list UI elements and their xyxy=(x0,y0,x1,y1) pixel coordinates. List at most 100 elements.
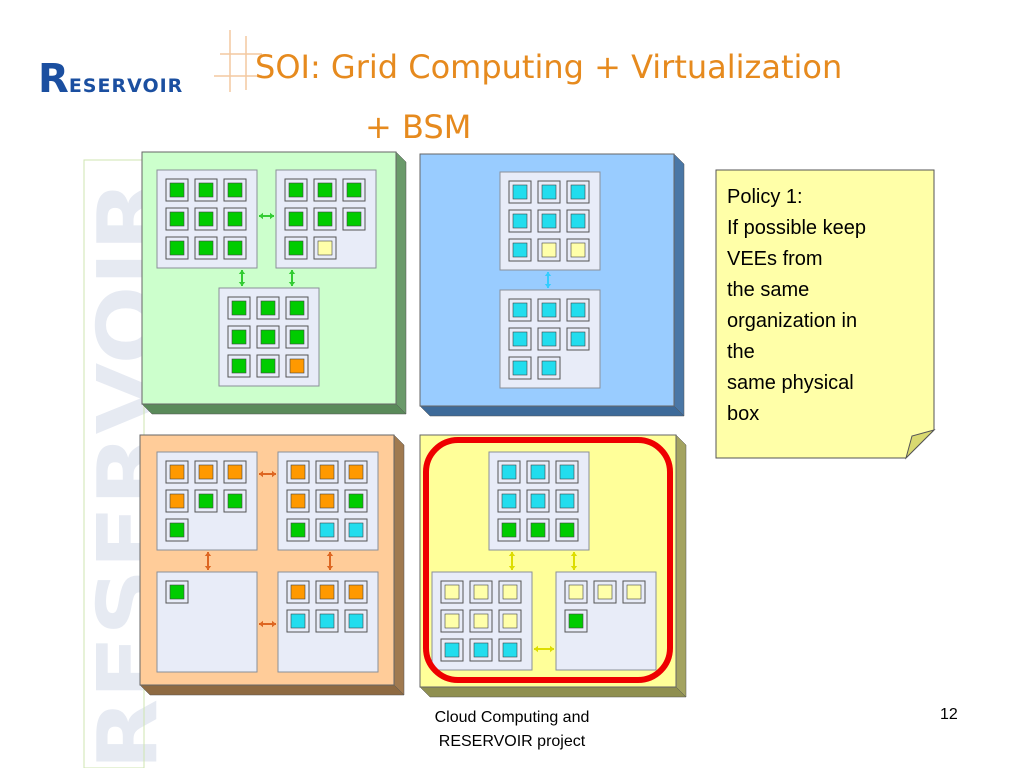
footer-caption: Cloud Computing and RESERVOIR project xyxy=(412,706,612,754)
vee-green xyxy=(198,240,214,256)
vee-cyan xyxy=(512,242,528,258)
arrow-head xyxy=(238,270,246,274)
note-line: box xyxy=(727,403,760,425)
vee-cyan xyxy=(512,184,528,200)
vee-cyan xyxy=(473,642,489,658)
note-fold xyxy=(905,429,936,460)
vee-cyan xyxy=(512,331,528,347)
vee-green xyxy=(317,211,333,227)
vee-cyan xyxy=(512,302,528,318)
vee-green xyxy=(198,182,214,198)
highlight-ring xyxy=(423,437,673,683)
footer-line-2: RESERVOIR project xyxy=(438,733,586,750)
vee-yellow xyxy=(444,584,460,600)
arrow-head xyxy=(259,470,263,478)
vee-green xyxy=(227,182,243,198)
site-side xyxy=(395,151,407,415)
arrow-head xyxy=(270,212,274,220)
logo-initial: R xyxy=(38,56,69,102)
note-line: same physical xyxy=(727,372,854,394)
logo-decoration xyxy=(214,30,262,92)
vee-yellow xyxy=(473,584,489,600)
vee-orange xyxy=(290,584,306,600)
vee-orange xyxy=(290,464,306,480)
vee-green xyxy=(227,493,243,509)
reservoir-logo: RESERVOIR xyxy=(38,56,183,102)
vee-yellow xyxy=(597,584,613,600)
vee-green xyxy=(227,240,243,256)
vee-cyan xyxy=(570,331,586,347)
vee-yellow xyxy=(317,240,333,256)
vee-cyan xyxy=(541,360,557,376)
physical-host xyxy=(277,571,379,673)
arrow-head xyxy=(272,470,276,478)
vee-cyan xyxy=(570,184,586,200)
physical-host xyxy=(156,451,258,551)
arrow-head xyxy=(550,645,554,653)
vee-cyan xyxy=(319,522,335,538)
vee-green xyxy=(289,300,305,316)
vee-cyan xyxy=(559,464,575,480)
vee-cyan xyxy=(559,493,575,509)
site-bottom xyxy=(419,686,687,698)
physical-host xyxy=(277,451,379,551)
physical-host xyxy=(499,289,601,389)
vee-green xyxy=(317,182,333,198)
arrow-head xyxy=(259,212,263,220)
vee-green xyxy=(169,584,185,600)
vee-cyan xyxy=(319,613,335,629)
policy-note xyxy=(715,169,936,460)
arrow-head xyxy=(326,552,334,556)
physical-host xyxy=(275,169,377,269)
vee-cyan xyxy=(530,493,546,509)
vee-green xyxy=(501,522,517,538)
note-line: Policy 1: xyxy=(727,186,803,208)
vee-green xyxy=(231,329,247,345)
vee-cyan xyxy=(348,613,364,629)
vee-green xyxy=(288,182,304,198)
vee-cyan xyxy=(541,331,557,347)
vee-cyan xyxy=(541,213,557,229)
arrow-head xyxy=(238,282,246,286)
vee-cyan xyxy=(502,642,518,658)
physical-host xyxy=(156,169,258,269)
note-line: organization in xyxy=(727,310,858,332)
vee-orange xyxy=(227,464,243,480)
vee-cyan xyxy=(570,213,586,229)
site-bottom xyxy=(419,405,685,417)
arrow-head xyxy=(544,272,552,276)
logo-text: ESERVOIR xyxy=(68,75,184,97)
vee-orange xyxy=(290,493,306,509)
vee-orange xyxy=(319,493,335,509)
vee-cyan xyxy=(570,302,586,318)
vee-yellow xyxy=(502,613,518,629)
physical-host xyxy=(488,451,590,551)
vee-green xyxy=(289,329,305,345)
vee-yellow xyxy=(444,613,460,629)
vee-green xyxy=(231,300,247,316)
site-side xyxy=(393,434,405,696)
vee-cyan xyxy=(541,184,557,200)
vee-yellow xyxy=(570,242,586,258)
vee-orange xyxy=(348,464,364,480)
physical-host xyxy=(431,571,533,671)
vee-green xyxy=(260,358,276,374)
vee-orange xyxy=(169,464,185,480)
title-line-1: SOI: Grid Computing + Virtualization xyxy=(255,48,843,86)
arrow-head xyxy=(204,552,212,556)
vee-green xyxy=(290,522,306,538)
vee-cyan xyxy=(444,642,460,658)
arrow-head xyxy=(326,566,334,570)
note-line: the xyxy=(727,341,755,363)
page-frame xyxy=(83,159,145,768)
vee-cyan xyxy=(348,522,364,538)
arrow-head xyxy=(204,566,212,570)
site-side xyxy=(675,434,687,698)
footer-line-1: Cloud Computing and xyxy=(434,709,590,726)
vee-orange xyxy=(198,464,214,480)
vee-cyan xyxy=(501,464,517,480)
vee-green xyxy=(348,493,364,509)
vee-green xyxy=(169,211,185,227)
vee-green xyxy=(198,211,214,227)
